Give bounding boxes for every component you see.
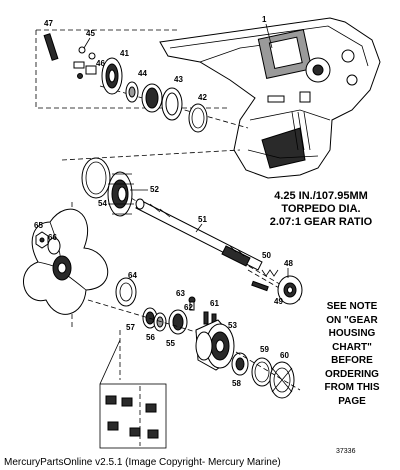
callout-62: 62 [184,303,193,312]
spec-text: 4.25 IN./107.95MM TORPEDO DIA. 2.07:1 GE… [246,190,396,229]
note-line-2: ON "GEAR [326,314,378,326]
bearing-carrier-48[interactable] [277,275,303,305]
o-ring-59[interactable] [251,357,273,387]
copyright-footer: MercuryPartsOnline v2.5.1 (Image Copyrig… [4,457,281,468]
spec-line-torpedo-size: 4.25 IN./107.95MM [274,190,368,202]
note-line-8: PAGE [338,395,366,407]
callout-54: 54 [98,199,107,208]
callout-46: 46 [96,59,105,68]
callout-1: 1 [262,15,267,24]
gear-housing[interactable] [159,17,381,179]
spec-line-torpedo-dia: TORPEDO DIA. [281,203,361,215]
callouts: 1 47 45 46 41 44 43 42 52 54 51 65 66 50… [34,15,293,388]
note-line-6: ORDERING [325,368,379,380]
reverse-gear-52[interactable] [107,171,134,217]
ordering-note: SEE NOTE ON "GEAR HOUSING CHART" BEFORE … [306,300,398,408]
tapered-bearing-43[interactable] [141,83,183,121]
callout-64: 64 [128,271,137,280]
callout-57: 57 [126,323,135,332]
bearing-62[interactable] [168,309,188,335]
callout-44: 44 [138,69,147,78]
forward-gear-41[interactable] [101,57,123,95]
note-line-5: BEFORE [331,355,373,366]
callout-59: 59 [260,345,269,354]
thrust-hub-64[interactable] [115,277,137,307]
shift-shaft-pin-47[interactable] [43,33,59,61]
callout-66: 66 [48,233,57,242]
callout-47: 47 [44,19,53,28]
note-line-1: SEE NOTE [326,301,378,312]
callout-43: 43 [174,75,183,84]
callout-65: 65 [34,221,43,230]
callout-58: 58 [232,379,241,388]
shift-parts-45-46[interactable] [73,46,97,79]
note-line-7: FROM THIS [324,382,380,393]
bearing-carrier-53[interactable] [195,319,235,371]
callout-50: 50 [262,251,271,260]
shim-42[interactable] [188,103,208,133]
bearing-58[interactable] [231,352,249,376]
callout-53: 53 [228,321,237,330]
callout-61: 61 [210,299,219,308]
callout-41: 41 [120,49,129,58]
cover-nut-60[interactable] [269,361,295,399]
note-line-4: CHART" [332,341,372,353]
callout-52: 52 [150,185,159,194]
note-line-3: HOUSING [328,328,376,339]
callout-55: 55 [166,339,175,348]
o-ring-54[interactable] [81,157,111,199]
spring-50[interactable] [261,269,279,277]
propeller-shaft-51[interactable] [135,198,263,271]
callout-48: 48 [284,259,293,268]
callout-56: 56 [146,333,155,342]
prop-nut-65[interactable] [35,231,49,249]
figure-number: 37336 [336,448,356,455]
callout-63: 63 [176,289,185,298]
seal-55[interactable] [153,312,167,332]
callout-45: 45 [86,29,95,38]
pin-49[interactable] [251,280,269,292]
callout-60: 60 [280,351,289,360]
tab-washer-66[interactable] [47,237,61,255]
callout-51: 51 [198,215,207,224]
callout-49: 49 [274,297,283,306]
kit-57-box[interactable] [99,339,167,449]
bearing-44[interactable] [125,81,139,103]
spec-line-gear-ratio: 2.07:1 GEAR RATIO [269,216,373,228]
callout-42: 42 [198,93,207,102]
screw-63[interactable] [188,296,196,311]
